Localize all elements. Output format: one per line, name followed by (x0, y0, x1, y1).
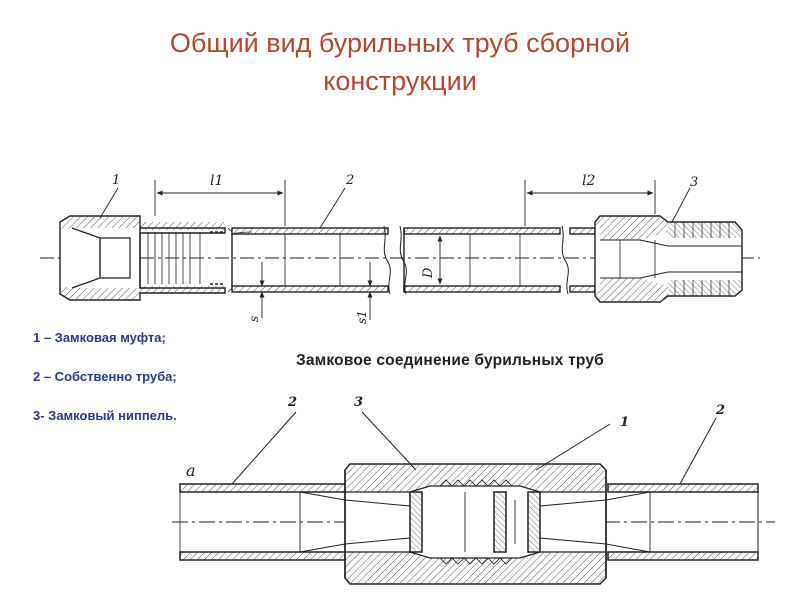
section-subtitle: Замковое соединение бурильных труб (296, 352, 604, 369)
callout-3-top: 3 (690, 175, 698, 190)
callout-1: 1 (620, 415, 629, 430)
pipe-body-segment-2 (403, 227, 561, 293)
leader-2-top (319, 187, 346, 229)
right-pipe-wall-top (607, 483, 759, 493)
leader-3 (361, 411, 417, 471)
leader-1 (535, 423, 611, 471)
callout-1-top: 1 (112, 173, 120, 188)
leader-2-right (679, 417, 717, 485)
label-s1: s1 (355, 310, 369, 324)
legend-item-1: 1 – Замковая муфта; (33, 330, 166, 345)
break-mark-1 (383, 225, 391, 295)
leader-1-top (99, 187, 119, 219)
leader-2-left (231, 411, 297, 485)
top-pipe-assembly (40, 180, 760, 320)
title-line-1: Общий вид бурильных труб сборной (169, 28, 631, 58)
left-pipe-wall-bottom (179, 551, 351, 561)
axis-label-a: a (186, 461, 196, 480)
label-D: D (421, 267, 436, 279)
right-pipe-wall-bottom (607, 551, 759, 561)
label-s: s (247, 316, 261, 322)
callout-3: 3 (354, 395, 363, 410)
left-pipe-wall-top (179, 483, 351, 493)
pipe-body-segment-1 (227, 227, 389, 293)
callout-2-right: 2 (715, 403, 725, 418)
dimension-l2 (524, 180, 656, 226)
break-mark-3 (561, 225, 569, 295)
tool-joint-pin (569, 215, 743, 303)
label-l2: l2 (582, 173, 595, 189)
legend-item-2: 2 – Собственно труба; (33, 369, 177, 384)
callout-2-top: 2 (345, 173, 354, 188)
callout-2-left: 2 (287, 395, 297, 410)
joint-body (299, 463, 651, 585)
tool-joint-connection (172, 411, 775, 585)
label-l1: l1 (210, 173, 223, 189)
legend-list: 1 – Замковая муфта; 2 – Собственно труба… (33, 330, 177, 447)
break-mark-2 (399, 225, 407, 295)
tool-joint-box (59, 215, 226, 301)
legend-item-3: 3- Замковый ниппель. (33, 408, 177, 423)
slide-title: Общий вид бурильных труб сборной констру… (0, 24, 800, 100)
leader-3-top (671, 187, 691, 223)
dimension-l1 (154, 180, 286, 226)
title-line-2: конструкции (323, 66, 477, 96)
